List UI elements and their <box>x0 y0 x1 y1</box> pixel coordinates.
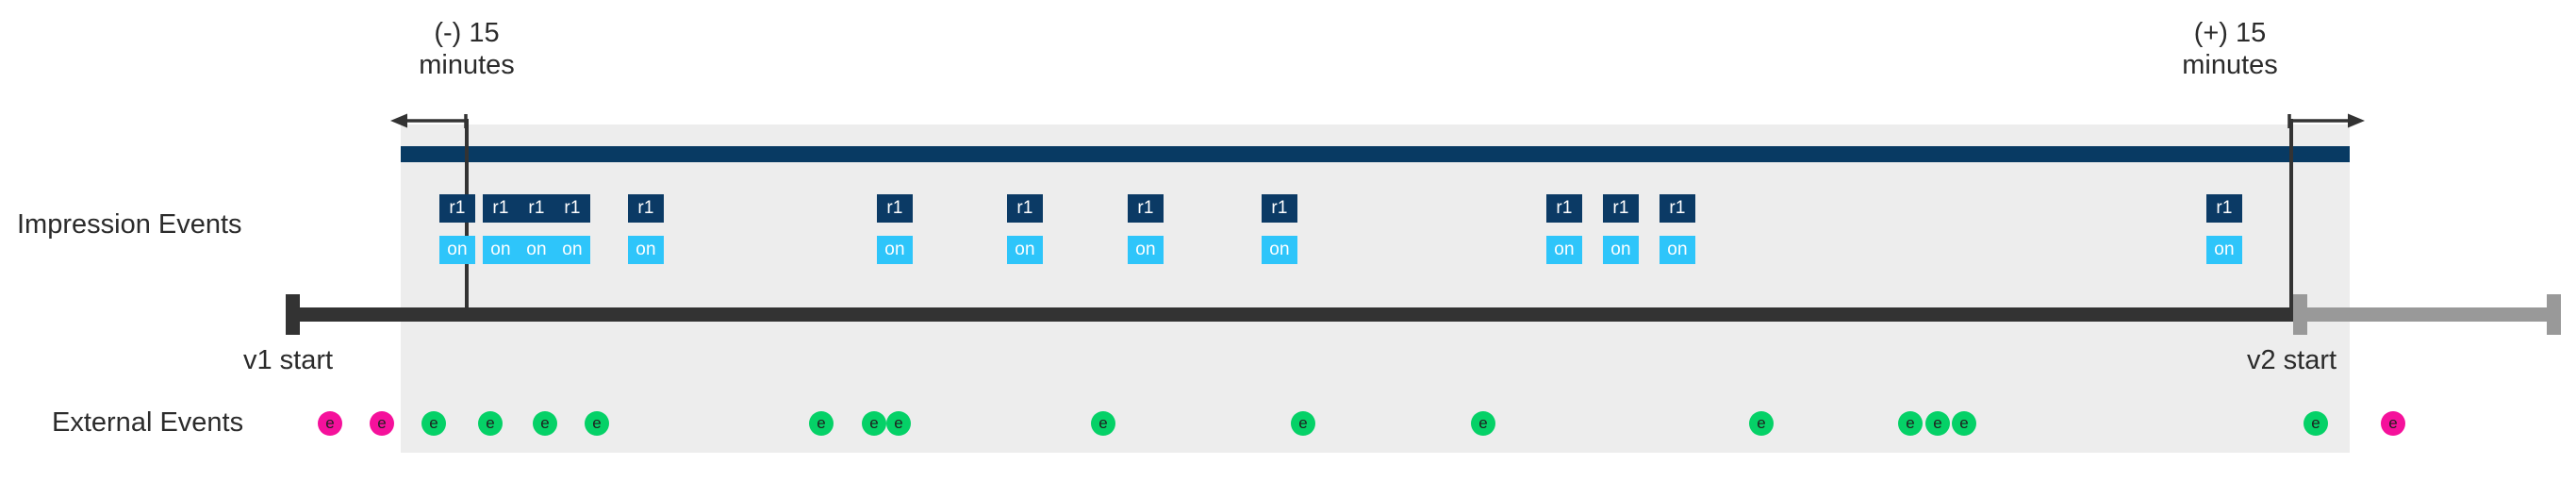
row-label-external-events: External Events <box>52 407 244 438</box>
external-event-dot-inside[interactable]: e <box>533 411 557 436</box>
external-event-dot-outside[interactable]: e <box>2381 411 2405 436</box>
rail-cap-v2-start <box>2293 294 2307 335</box>
badge-request-id: r1 <box>628 194 664 223</box>
badge-state-on: on <box>483 236 519 264</box>
badge-state-on: on <box>554 236 590 264</box>
badge-request-id: r1 <box>1128 194 1164 223</box>
badge-request-id: r1 <box>554 194 590 223</box>
external-event-dot-inside[interactable]: e <box>1091 411 1115 436</box>
badge-state-on: on <box>1546 236 1582 264</box>
impression-badge-stack[interactable]: r1 on <box>1128 194 1164 264</box>
impression-badge-stack[interactable]: r1 on <box>2206 194 2242 264</box>
window-end-guide <box>2289 119 2293 319</box>
badge-state-on: on <box>519 236 554 264</box>
badge-state-on: on <box>628 236 664 264</box>
badge-request-id: r1 <box>439 194 475 223</box>
external-event-dot-inside[interactable]: e <box>1471 411 1495 436</box>
impression-badge-stack[interactable]: r1 on <box>1262 194 1297 264</box>
badge-request-id: r1 <box>483 194 519 223</box>
badge-state-on: on <box>439 236 475 264</box>
offset-left-line1: (-) 15 <box>434 18 500 48</box>
external-event-dot-inside[interactable]: e <box>1749 411 1774 436</box>
impression-badge-stack[interactable]: r1 on <box>519 194 554 264</box>
impression-badge-stack[interactable]: r1 on <box>1660 194 1695 264</box>
badge-state-on: on <box>2206 236 2242 264</box>
rail-cap-v1-start <box>286 294 300 335</box>
badge-request-id: r1 <box>1660 194 1695 223</box>
external-event-dot-outside[interactable]: e <box>318 411 342 436</box>
badge-state-on: on <box>1007 236 1043 264</box>
impression-badge-stack[interactable]: r1 on <box>554 194 590 264</box>
impression-badge-stack[interactable]: r1 on <box>877 194 913 264</box>
external-event-dot-inside[interactable]: e <box>1952 411 1976 436</box>
badge-request-id: r1 <box>1007 194 1043 223</box>
external-event-dot-outside[interactable]: e <box>370 411 394 436</box>
offset-annotation-right: (+) 15 minutes <box>2074 17 2386 81</box>
external-event-dot-inside[interactable]: e <box>862 411 886 436</box>
badge-state-on: on <box>877 236 913 264</box>
badge-state-on: on <box>1603 236 1639 264</box>
badge-request-id: r1 <box>1546 194 1582 223</box>
offset-right-line2: minutes <box>2182 50 2278 80</box>
version-bar <box>401 146 2350 162</box>
badge-request-id: r1 <box>877 194 913 223</box>
offset-annotation-left: (-) 15 minutes <box>311 17 622 81</box>
badge-state-on: on <box>1660 236 1695 264</box>
external-event-dot-inside[interactable]: e <box>421 411 446 436</box>
rail-cap-v2-end <box>2547 294 2561 335</box>
attribution-window-band <box>401 124 2350 453</box>
badge-state-on: on <box>1128 236 1164 264</box>
external-event-dot-inside[interactable]: e <box>886 411 911 436</box>
badge-request-id: r1 <box>1603 194 1639 223</box>
rail-label-v2-start: v2 start <box>2247 345 2337 375</box>
badge-state-on: on <box>1262 236 1297 264</box>
impression-badge-stack[interactable]: r1 on <box>628 194 664 264</box>
impression-badge-stack[interactable]: r1 on <box>1007 194 1043 264</box>
rail-v2 <box>2293 307 2561 322</box>
impression-badge-stack[interactable]: r1 on <box>483 194 519 264</box>
offset-right-line1: (+) 15 <box>2193 18 2267 48</box>
badge-request-id: r1 <box>1262 194 1297 223</box>
external-event-dot-inside[interactable]: e <box>2304 411 2328 436</box>
external-event-dot-inside[interactable]: e <box>1898 411 1923 436</box>
offset-left-line2: minutes <box>419 50 515 80</box>
external-event-dot-inside[interactable]: e <box>1291 411 1315 436</box>
arrow-right-icon <box>2287 113 2365 128</box>
badge-request-id: r1 <box>519 194 554 223</box>
external-event-dot-inside[interactable]: e <box>809 411 834 436</box>
arrow-left-icon <box>390 113 468 128</box>
rail-label-v1-start: v1 start <box>243 345 334 375</box>
impression-badge-stack[interactable]: r1 on <box>1546 194 1582 264</box>
rail-v1 <box>286 307 2293 322</box>
external-event-dot-inside[interactable]: e <box>1925 411 1950 436</box>
badge-request-id: r1 <box>2206 194 2242 223</box>
impression-badge-stack[interactable]: r1 on <box>439 194 475 264</box>
external-event-dot-inside[interactable]: e <box>585 411 609 436</box>
impression-badge-stack[interactable]: r1 on <box>1603 194 1639 264</box>
external-event-dot-inside[interactable]: e <box>478 411 503 436</box>
row-label-impression-events: Impression Events <box>17 209 242 240</box>
